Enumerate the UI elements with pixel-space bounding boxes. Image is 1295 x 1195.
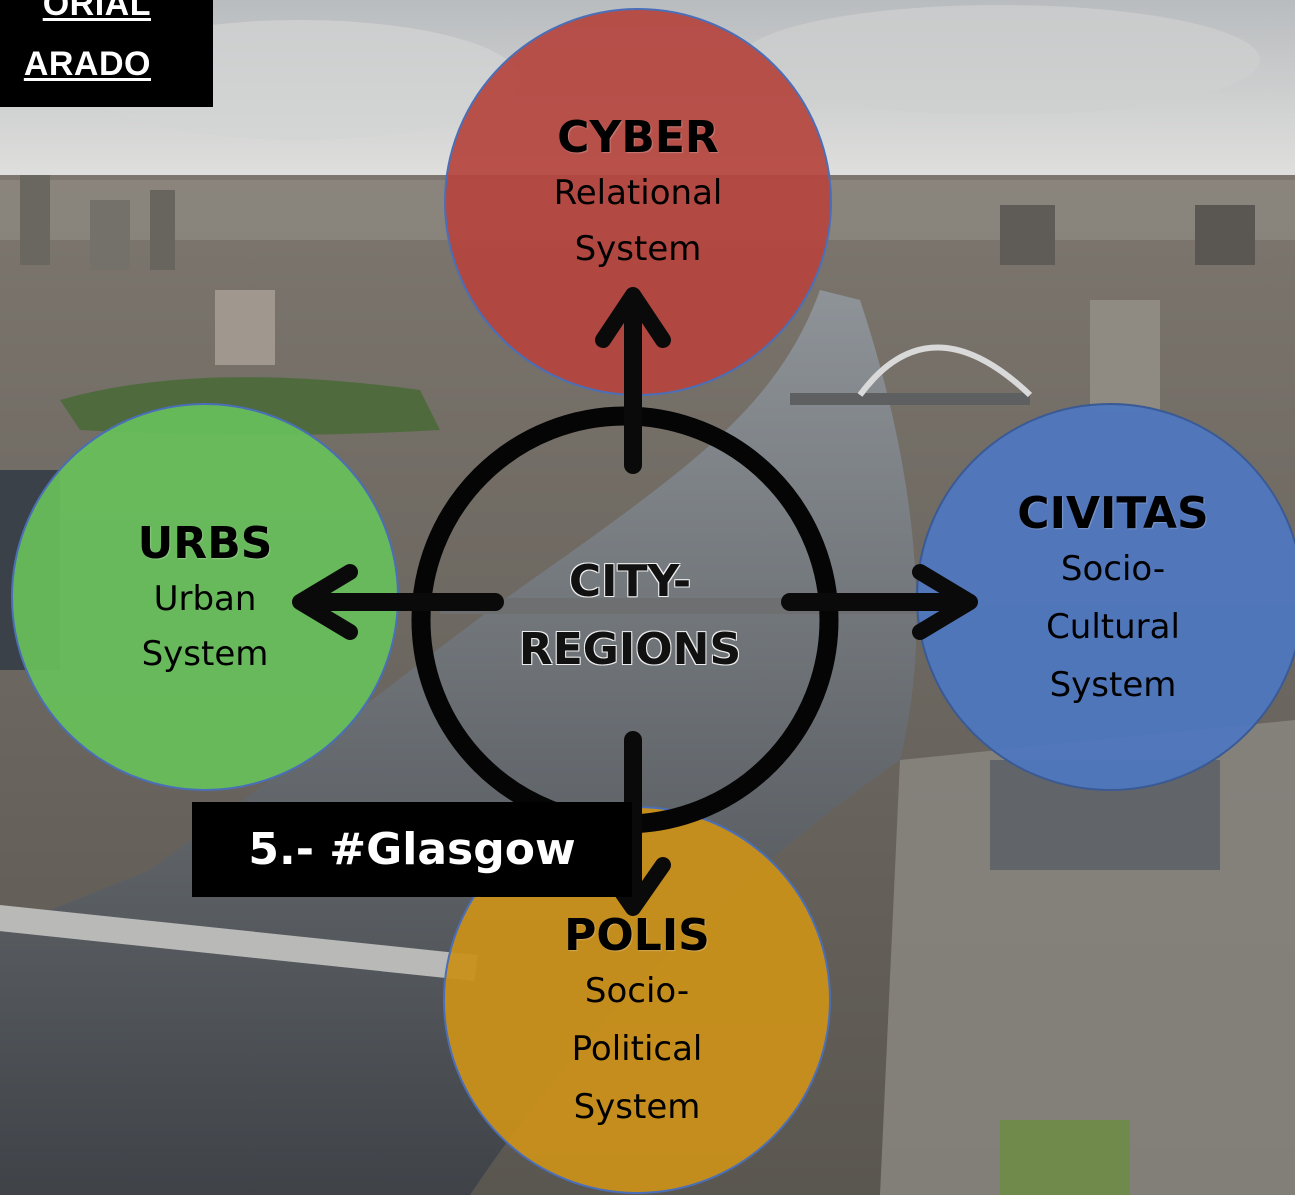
- corner-title-line-2: ARADO: [23, 45, 151, 83]
- civitas-node-title: CIVITAS: [1017, 488, 1209, 539]
- civitas-node-line-3: System: [1049, 665, 1177, 705]
- polis-node-line-1: Socio-: [584, 971, 690, 1011]
- urbs-node: URBS Urban System: [55, 518, 355, 680]
- civitas-node: CIVITAS Socio- Cultural System: [963, 488, 1263, 714]
- cyber-node: CYBER Relational System: [488, 112, 788, 276]
- center-label-line-2: REGIONS: [518, 624, 742, 675]
- corner-title-line-1: ORIAL: [42, 0, 151, 23]
- glasgow-caption: 5.- #Glasgow: [192, 802, 632, 897]
- urbs-node-line-1: Urban: [153, 579, 257, 619]
- cyber-node-line-2: System: [574, 229, 702, 269]
- cyber-node-line-1: Relational: [553, 173, 723, 213]
- polis-node: POLIS Socio- Political System: [487, 910, 787, 1136]
- polis-node-line-3: System: [573, 1087, 701, 1127]
- urbs-node-title: URBS: [137, 518, 273, 569]
- urbs-node-line-2: System: [141, 634, 269, 674]
- corner-title-label: ORIAL ARADO: [0, 0, 213, 107]
- civitas-node-line-1: Socio-: [1060, 549, 1166, 589]
- arrow-left: [292, 564, 504, 640]
- city-regions-center-label: CITY- REGIONS: [480, 548, 780, 684]
- arrow-up: [595, 287, 671, 474]
- center-label-line-1: CITY-: [568, 556, 692, 607]
- cyber-node-title: CYBER: [557, 112, 719, 163]
- polis-node-line-2: Political: [571, 1029, 703, 1069]
- arrow-right: [781, 564, 978, 640]
- civitas-node-line-2: Cultural: [1046, 607, 1180, 647]
- polis-node-title: POLIS: [564, 910, 710, 961]
